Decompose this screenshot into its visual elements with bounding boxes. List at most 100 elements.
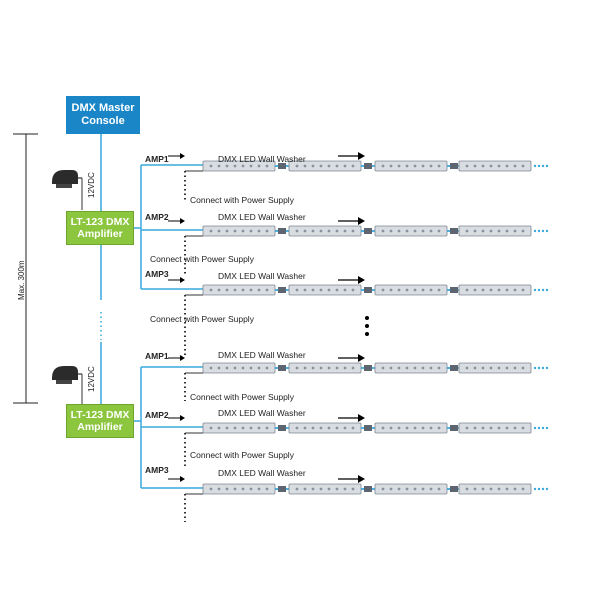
led-dot (295, 164, 299, 168)
led-dot (489, 426, 493, 430)
led-dot (303, 164, 307, 168)
led-dot (389, 366, 393, 370)
led-dot (249, 288, 253, 292)
continuation-dots-icon (533, 487, 537, 491)
led-dot (249, 229, 253, 233)
led-dot (437, 426, 441, 430)
led-wall-washer-segment (202, 362, 276, 374)
led-dot (217, 426, 221, 430)
led-dot (489, 487, 493, 491)
led-dot (489, 288, 493, 292)
segment-connector (364, 287, 372, 293)
led-dot (521, 229, 525, 233)
led-dot (473, 288, 477, 292)
led-dot (465, 288, 469, 292)
led-dot (303, 288, 307, 292)
segment-connector (278, 486, 286, 492)
segment-connector (278, 163, 286, 169)
continuation-dots-icon (541, 366, 545, 370)
led-dot (513, 164, 517, 168)
led-dot (429, 288, 433, 292)
led-dot (241, 487, 245, 491)
led-dot (265, 164, 269, 168)
led-dot (327, 487, 331, 491)
led-dot (351, 366, 355, 370)
led-dot (327, 229, 331, 233)
led-dot (265, 288, 269, 292)
led-dot (413, 288, 417, 292)
output-label-amp1-g1: AMP1 (145, 154, 169, 164)
led-wall-washer-segment (202, 483, 276, 495)
led-dot (311, 229, 315, 233)
led-wall-washer-segment (374, 362, 448, 374)
segment-connector (450, 228, 458, 234)
led-dot (437, 487, 441, 491)
led-dot (489, 366, 493, 370)
continuation-dots-icon (545, 288, 549, 292)
power-label-4: Connect with Power Supply (190, 392, 294, 402)
output-label-amp2-g2: AMP2 (145, 410, 169, 420)
led-dot (521, 366, 525, 370)
led-dot (351, 487, 355, 491)
led-dot (217, 288, 221, 292)
led-dot (343, 487, 347, 491)
led-dot (497, 229, 501, 233)
segment-connector (364, 425, 372, 431)
power-label-3: Connect with Power Supply (150, 314, 254, 324)
led-dot (233, 288, 237, 292)
led-dot (413, 426, 417, 430)
led-dot (257, 366, 261, 370)
led-dot (397, 164, 401, 168)
output-label-amp3-g2: AMP3 (145, 465, 169, 475)
led-dot (429, 487, 433, 491)
led-dot (319, 288, 323, 292)
led-dot (473, 229, 477, 233)
led-dot (465, 164, 469, 168)
led-wall-washer-segment (374, 225, 448, 237)
led-dot (233, 426, 237, 430)
led-dot (319, 229, 323, 233)
led-dot (421, 366, 425, 370)
led-dot (265, 487, 269, 491)
led-dot (295, 288, 299, 292)
power-adapter-icon (52, 366, 78, 380)
led-dot (505, 426, 509, 430)
led-dot (521, 288, 525, 292)
led-dot (295, 366, 299, 370)
led-dot (397, 487, 401, 491)
led-dot (233, 366, 237, 370)
supply-voltage-label-2: 12VDC (87, 366, 96, 392)
led-dot (481, 426, 485, 430)
led-dot (351, 229, 355, 233)
amplifier-2-line1: LT-123 DMX (70, 409, 130, 421)
continuation-dots-icon (541, 426, 545, 430)
led-dot (497, 288, 501, 292)
led-dot (473, 426, 477, 430)
led-dot (389, 164, 393, 168)
led-dot (405, 366, 409, 370)
led-dot (209, 426, 213, 430)
led-dot (465, 487, 469, 491)
led-dot (389, 426, 393, 430)
led-dot (319, 164, 323, 168)
led-dot (295, 487, 299, 491)
power-label-2: Connect with Power Supply (150, 254, 254, 264)
segment-connector (364, 228, 372, 234)
led-dot (397, 229, 401, 233)
led-dot (473, 366, 477, 370)
led-dot (225, 366, 229, 370)
led-wall-washer-segment (458, 422, 532, 434)
led-dot (311, 164, 315, 168)
continuation-dots-icon (541, 288, 545, 292)
led-dot (217, 164, 221, 168)
led-dot (335, 426, 339, 430)
led-dot (319, 487, 323, 491)
led-dot (257, 229, 261, 233)
led-dot (437, 366, 441, 370)
continuation-dots-icon (545, 229, 549, 233)
led-dot (481, 366, 485, 370)
continuation-dots-icon (545, 487, 549, 491)
led-dot (249, 426, 253, 430)
arrow-right-icon (358, 414, 365, 422)
